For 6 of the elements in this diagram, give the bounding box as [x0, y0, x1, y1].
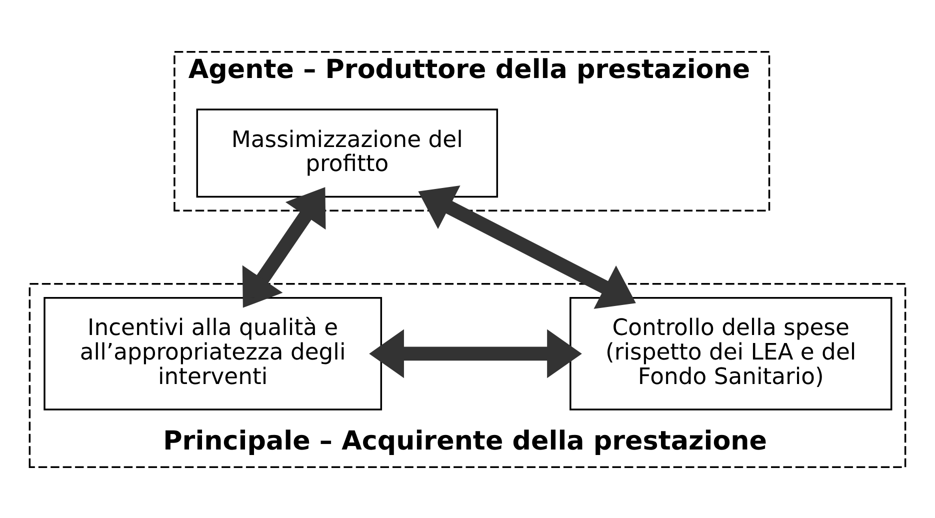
arrow: [242, 186, 326, 308]
node-box: Incentivi alla qualità e all’appropriatezza degli interventi: [44, 296, 382, 410]
arrow: [369, 328, 582, 378]
arrow: [418, 185, 636, 308]
node-box: Massimizzazione del profitto: [196, 108, 498, 198]
node-box: Controllo della spese (rispetto dei LEA e del Fondo Sanitario): [570, 296, 892, 410]
